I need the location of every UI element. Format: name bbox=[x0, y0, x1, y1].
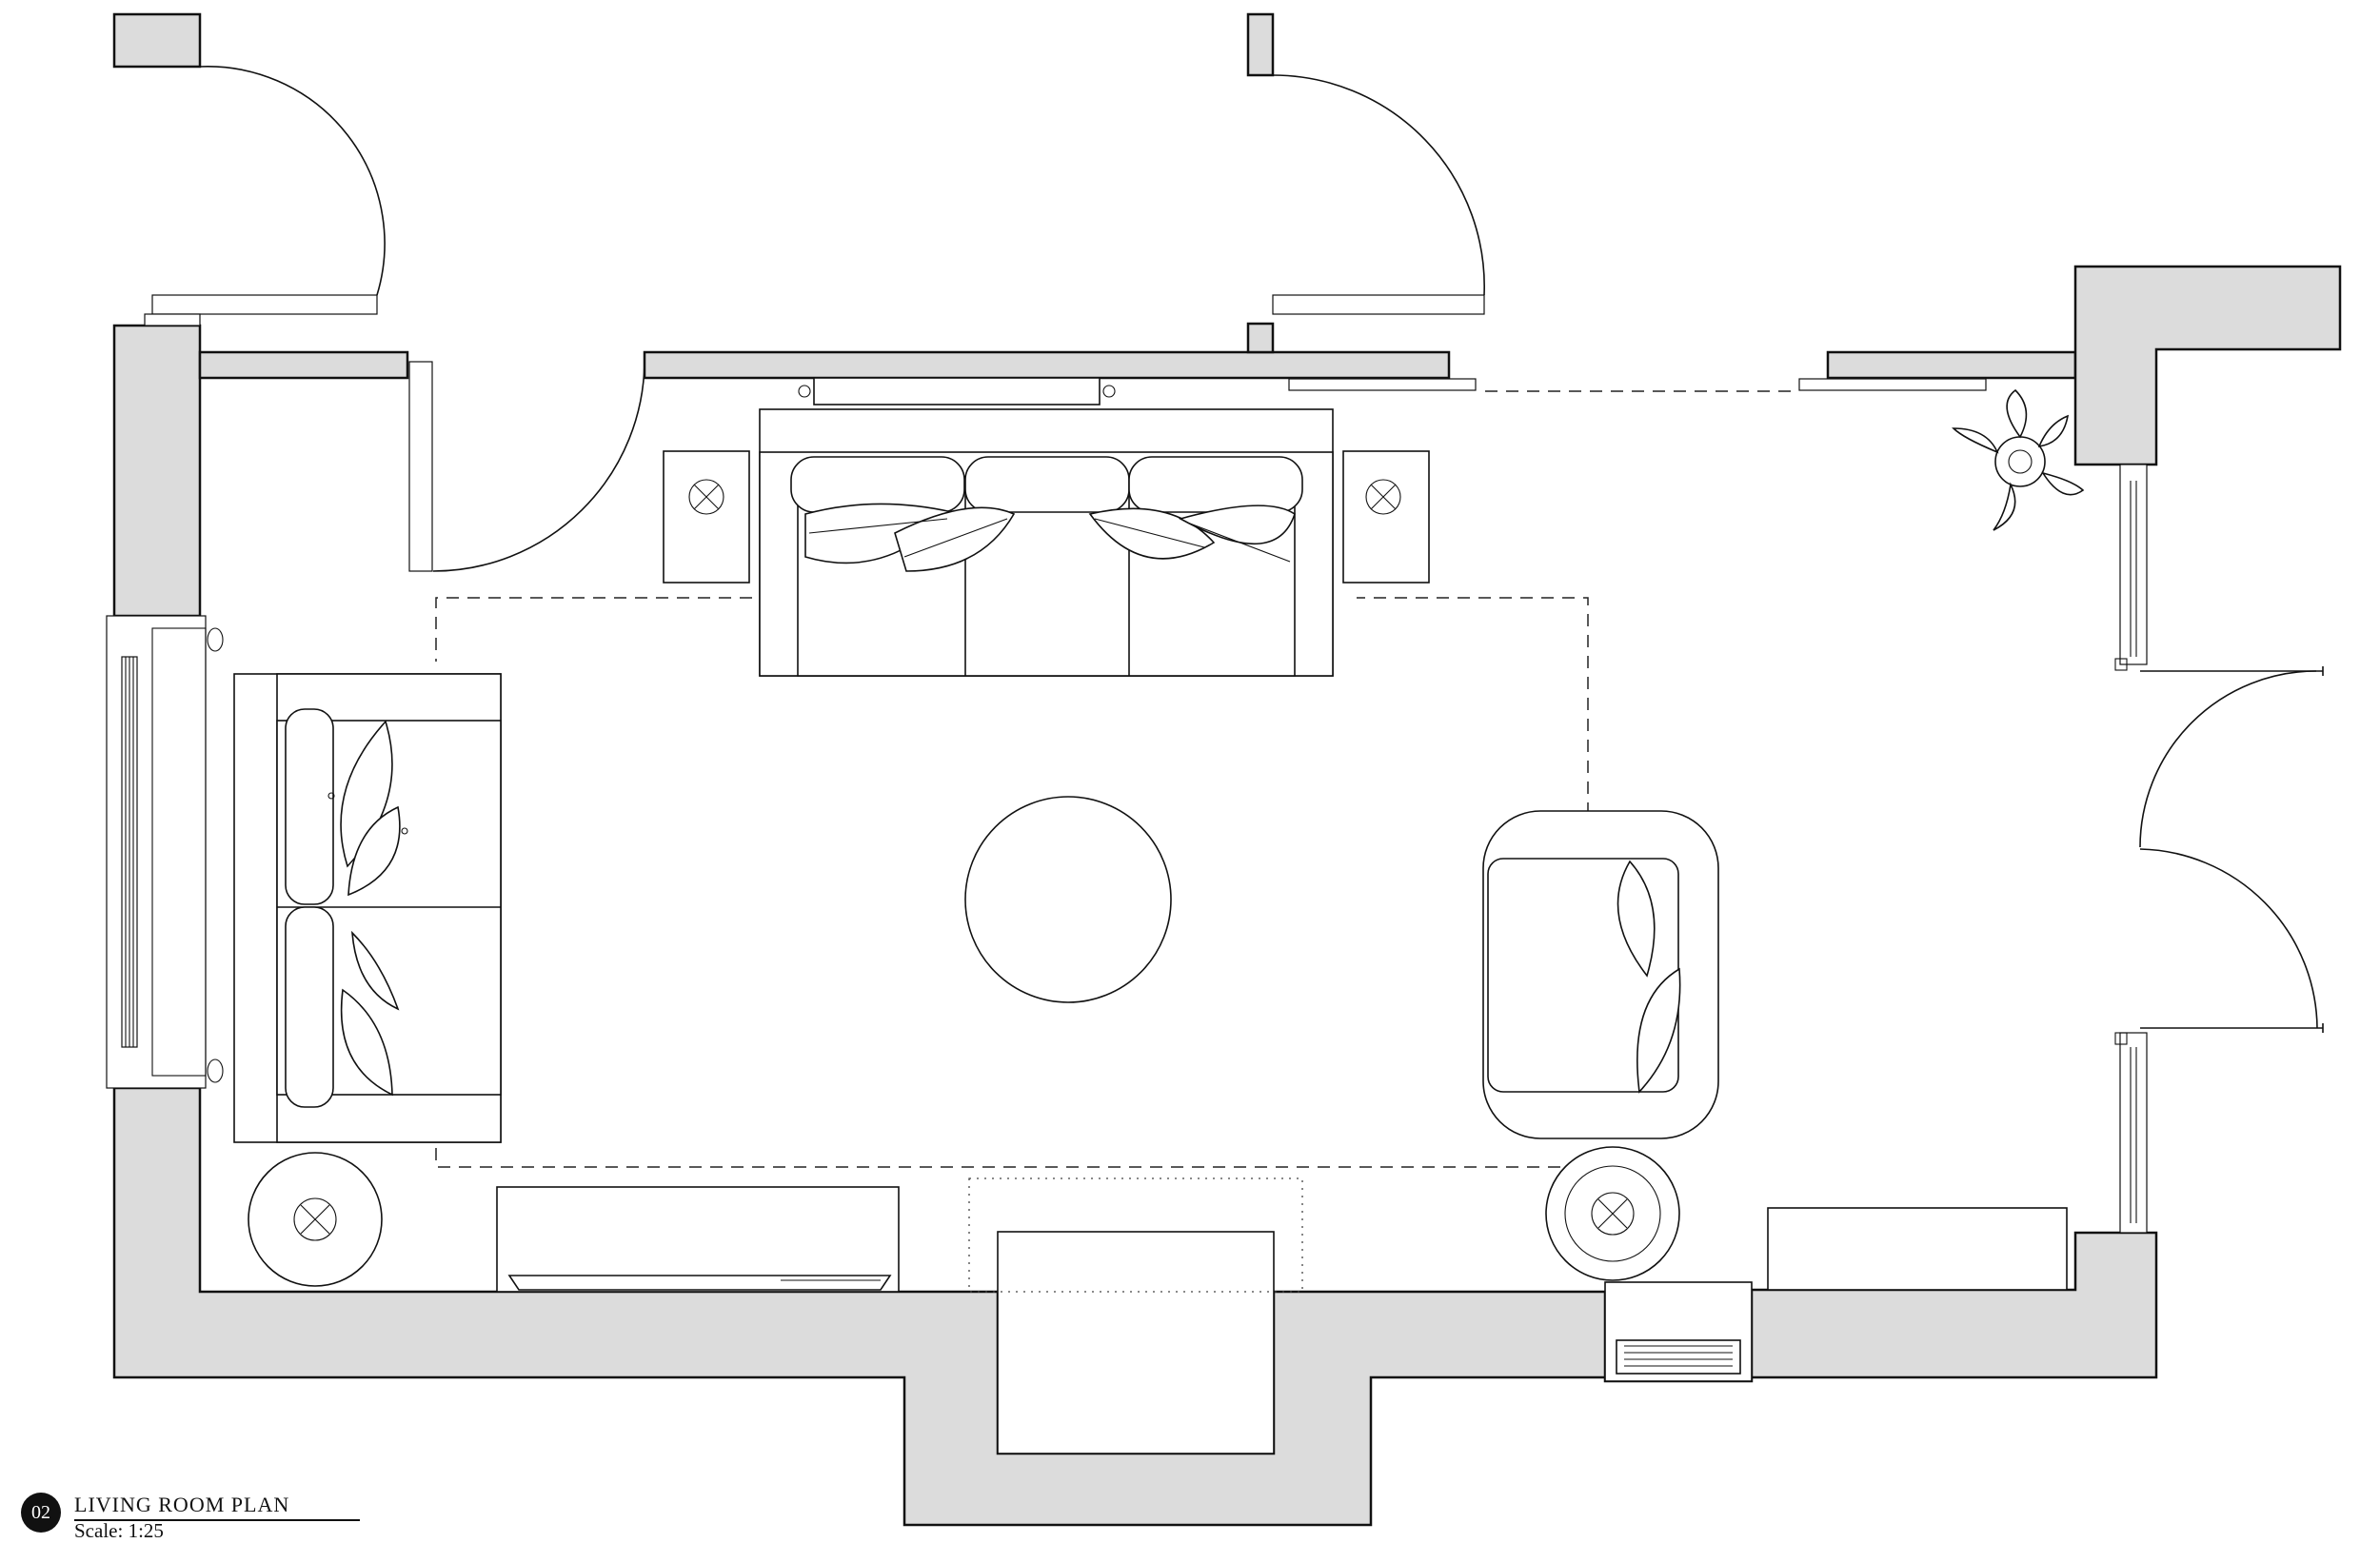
title-underline bbox=[74, 1519, 360, 1521]
wall-stub-top-middle bbox=[1246, 12, 1275, 77]
bench-right bbox=[1767, 1207, 2068, 1291]
wall-right-upper-block bbox=[2073, 265, 2342, 466]
scale-value: 1:25 bbox=[128, 1519, 164, 1542]
door-leaf-top-left bbox=[151, 294, 378, 315]
sofa-two-seat-left bbox=[233, 673, 502, 1143]
drawing-title: LIVING ROOM PLAN bbox=[74, 1493, 290, 1516]
lamp-table-right bbox=[1545, 1146, 1680, 1281]
lamp-table-left bbox=[248, 1152, 383, 1287]
wall-top-center-segment bbox=[643, 350, 1451, 380]
wall-top-right-segment bbox=[1826, 350, 2077, 380]
potted-plant-icon bbox=[1952, 388, 2085, 531]
left-window bbox=[106, 615, 224, 1089]
round-coffee-table bbox=[964, 796, 1172, 1003]
sheet-number-badge: 02 bbox=[21, 1493, 61, 1533]
wall-stub-top-left bbox=[112, 12, 202, 69]
sofa-three-seat bbox=[759, 408, 1334, 677]
wall-left-upper bbox=[112, 324, 202, 618]
bay-niche bbox=[968, 1177, 1303, 1454]
scale-label: Scale: bbox=[74, 1519, 124, 1542]
wall-top-center-stub bbox=[1246, 322, 1275, 354]
drawing-title-block: 02 LIVING ROOM PLAN Scale: 1:25 bbox=[21, 1493, 364, 1543]
side-table-right bbox=[1342, 450, 1430, 584]
console-top bbox=[798, 377, 1116, 406]
drawing-scale: Scale: 1:25 bbox=[74, 1519, 164, 1543]
media-console-bottom bbox=[496, 1186, 900, 1293]
side-table-left bbox=[663, 450, 750, 584]
door-leaf-interior bbox=[408, 361, 433, 572]
armchair-right bbox=[1482, 810, 1719, 1139]
radiator bbox=[1604, 1281, 1753, 1382]
top-doors bbox=[144, 66, 1987, 572]
wall-top-left-segment bbox=[198, 350, 409, 380]
right-openings bbox=[2114, 464, 2324, 1234]
door-leaf-top-middle bbox=[1272, 294, 1485, 315]
